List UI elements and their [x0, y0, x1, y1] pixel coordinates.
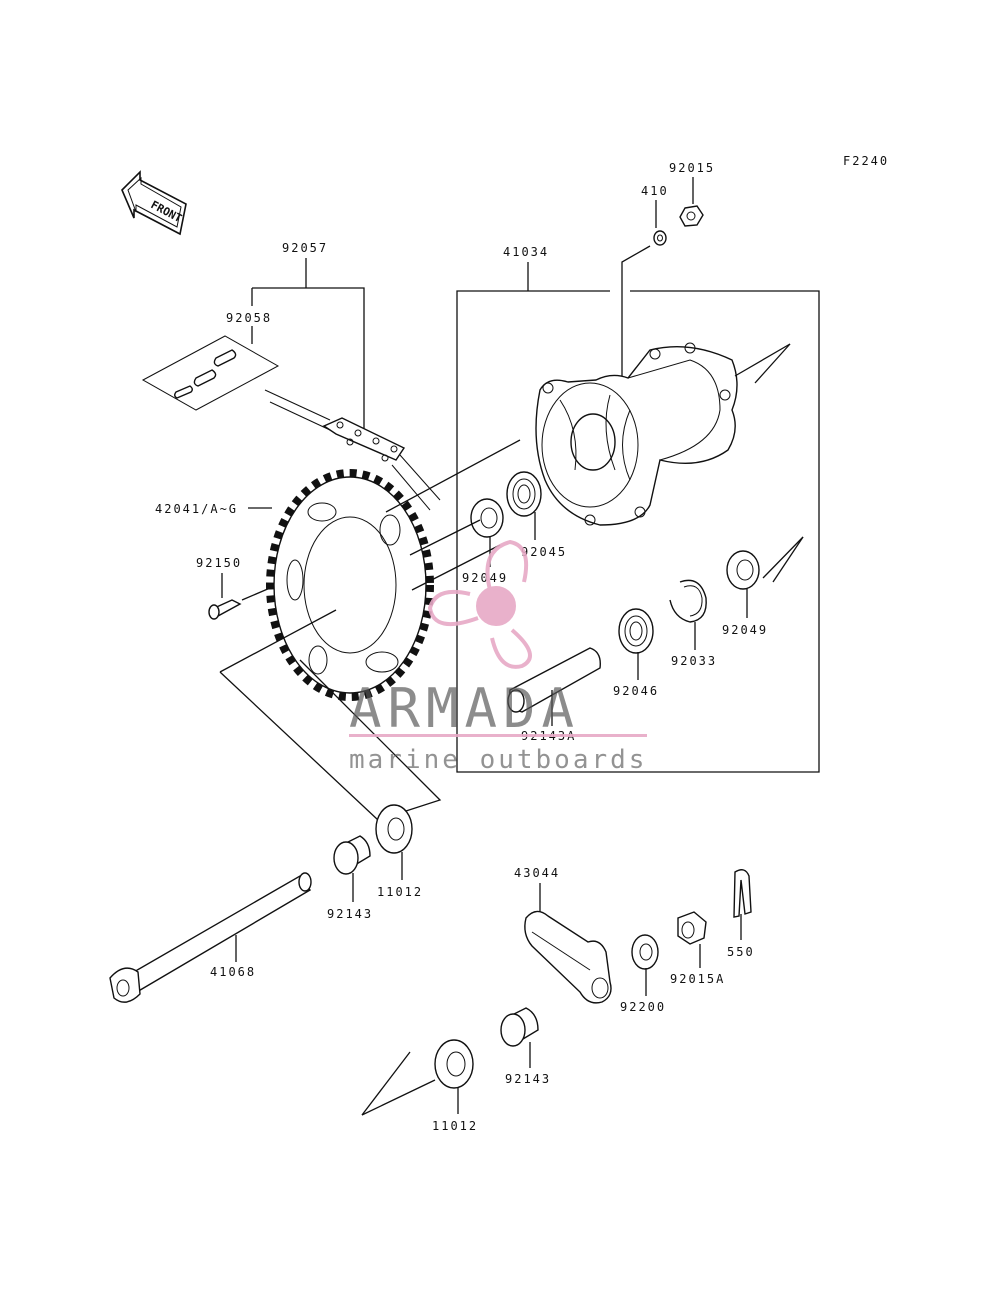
front-arrow-icon: FRONT — [121, 170, 187, 236]
collar-11012-upper: 11012 — [375, 804, 423, 899]
label-550: 550 — [727, 945, 755, 959]
label-92057: 92057 — [282, 241, 328, 255]
label-41034: 41034 — [503, 245, 549, 259]
drive-chain: 92057 92058 — [141, 241, 441, 511]
cotter-pin-550: 550 — [727, 869, 755, 959]
label-92200: 92200 — [620, 1000, 666, 1014]
label-92015A: 92015A — [670, 972, 725, 986]
nut-92015A: 92015A — [670, 911, 725, 986]
label-92058: 92058 — [226, 311, 272, 325]
rear-hub — [535, 342, 791, 526]
chain-adjuster-43044: 43044 — [514, 866, 612, 1004]
label-92046: 92046 — [613, 684, 659, 698]
watermark-tagline: marine outboards — [349, 745, 647, 775]
label-92049-left: 92049 — [462, 571, 508, 585]
label-41068: 41068 — [210, 965, 256, 979]
diagram-id: F2240 — [843, 154, 889, 168]
label-410: 410 — [641, 184, 669, 198]
label-92143-upper: 92143 — [327, 907, 373, 921]
label-11012-lower: 11012 — [432, 1119, 478, 1133]
circlip-92033: 92033 — [669, 579, 717, 668]
seal-92049-right: 92049 — [722, 536, 804, 637]
label-92150: 92150 — [196, 556, 242, 570]
bearing-92046: 92046 — [613, 608, 659, 698]
axle-guide-lines — [219, 609, 442, 821]
propeller-logo-icon — [427, 539, 532, 669]
collar-11012-lower: 11012 — [361, 1039, 478, 1133]
axle-41068: 41068 — [109, 872, 312, 1003]
spacer-92143-upper: 92143 — [327, 835, 373, 921]
rear-sprocket: 42041/A~G — [155, 439, 521, 701]
label-92033: 92033 — [671, 654, 717, 668]
nut-92015: 92015 — [669, 161, 715, 227]
label-92143-lower: 92143 — [505, 1072, 551, 1086]
washer-92200: 92200 — [620, 934, 666, 1014]
washer-410: 410 — [621, 184, 669, 395]
armada-watermark: ARMADA marine outboards — [349, 539, 647, 775]
watermark-brand: ARMADA — [349, 677, 580, 740]
bolt-92150: 92150 — [196, 556, 271, 620]
hub-assembly-frame: 41034 — [456, 245, 820, 773]
label-43044: 43044 — [514, 866, 560, 880]
seal-92049-left: 92049 — [462, 498, 508, 585]
bearing-92045: 92045 — [506, 471, 567, 559]
label-92045: 92045 — [521, 545, 567, 559]
spacer-92143-lower: 92143 — [500, 1007, 551, 1086]
label-42041: 42041/A~G — [155, 502, 238, 516]
label-11012-upper: 11012 — [377, 885, 423, 899]
label-92015: 92015 — [669, 161, 715, 175]
label-92049-right: 92049 — [722, 623, 768, 637]
